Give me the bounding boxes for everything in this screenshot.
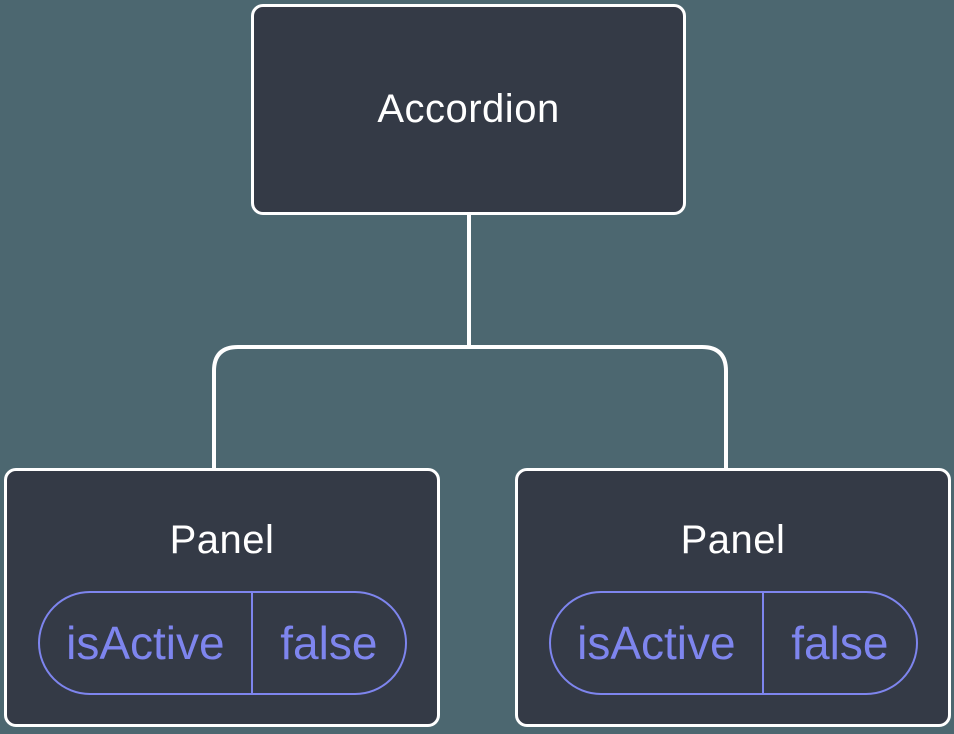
state-key-panel-2: isActive — [551, 593, 765, 693]
component-node-accordion: Accordion — [251, 4, 686, 215]
component-node-panel-2: Panel isActive false — [515, 468, 951, 727]
state-value-panel-2: false — [791, 617, 889, 669]
component-name-panel-1: Panel — [169, 518, 275, 562]
connector-branch — [212, 345, 728, 472]
state-key-panel-1: isActive — [40, 593, 254, 693]
state-value-panel-1: false — [280, 617, 378, 669]
component-name-panel-2: Panel — [680, 518, 786, 562]
component-node-panel-1: Panel isActive false — [4, 468, 440, 727]
state-pill-panel-2: isActive false — [548, 591, 918, 695]
component-name-accordion: Accordion — [377, 87, 560, 131]
state-pill-panel-1: isActive false — [37, 591, 407, 695]
